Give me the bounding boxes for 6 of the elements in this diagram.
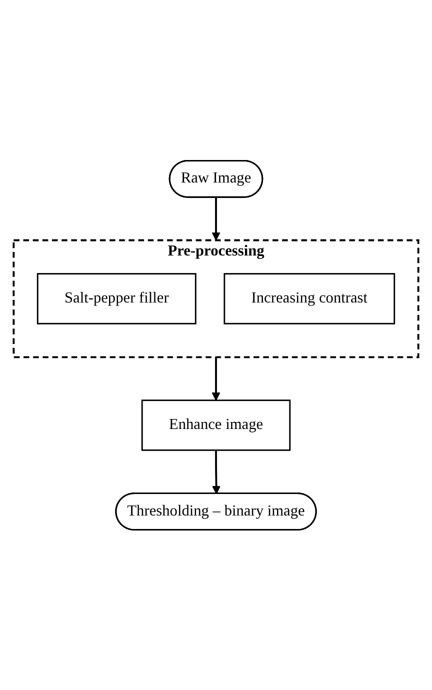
node-box: Enhance image (141, 399, 291, 451)
node-box: Salt-pepper filler (36, 272, 196, 324)
node-box: Increasing contrast (224, 272, 396, 324)
arrow (212, 356, 220, 400)
arrow (212, 450, 221, 494)
arrow (212, 196, 220, 240)
